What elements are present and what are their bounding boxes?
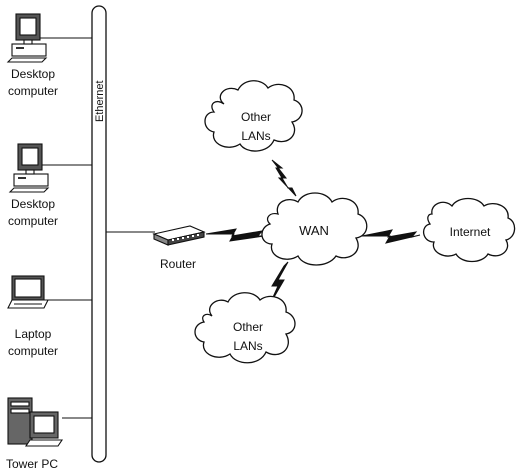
- tower-pc-icon: [7, 397, 64, 447]
- other-lans-top-cloud: [204, 80, 303, 152]
- link-wan-lan-bottom: [269, 261, 289, 305]
- other-lans-bottom-label-1: Other: [233, 320, 263, 334]
- internet-cloud: [423, 197, 516, 263]
- desktop-label-2: Desktop: [11, 197, 55, 211]
- laptop-label: Laptop: [15, 327, 52, 341]
- other-lans-bottom-label-2: LANs: [233, 339, 262, 353]
- tower-pc-label: Tower PC: [6, 457, 58, 471]
- desktop-label-1: Desktop: [11, 67, 55, 81]
- desktop-computer-icon: [8, 143, 50, 193]
- wan-label: WAN: [299, 223, 329, 238]
- router-icon: [152, 225, 206, 246]
- wireless-links: [205, 159, 421, 305]
- desktop-label-2b: computer: [8, 214, 58, 228]
- other-lans-top-label-2: LANs: [241, 129, 270, 143]
- other-lans-top-label-1: Other: [241, 110, 271, 124]
- desktop-computer-icon: [6, 13, 48, 63]
- wan-cloud: [261, 192, 368, 266]
- link-router-wan: [205, 228, 265, 242]
- backbone-connections: [40, 37, 155, 419]
- laptop-icon: [7, 275, 49, 309]
- desktop-label-1b: computer: [8, 84, 58, 98]
- link-wan-internet: [361, 229, 421, 244]
- router-label: Router: [160, 257, 196, 271]
- ethernet-label: Ethernet: [94, 80, 106, 122]
- ethernet-backbone: Ethernet: [91, 5, 107, 463]
- laptop-label-b: computer: [8, 344, 58, 358]
- other-lans-bottom-cloud: [194, 292, 296, 364]
- link-wan-lan-top: [271, 159, 297, 197]
- internet-label: Internet: [450, 225, 491, 239]
